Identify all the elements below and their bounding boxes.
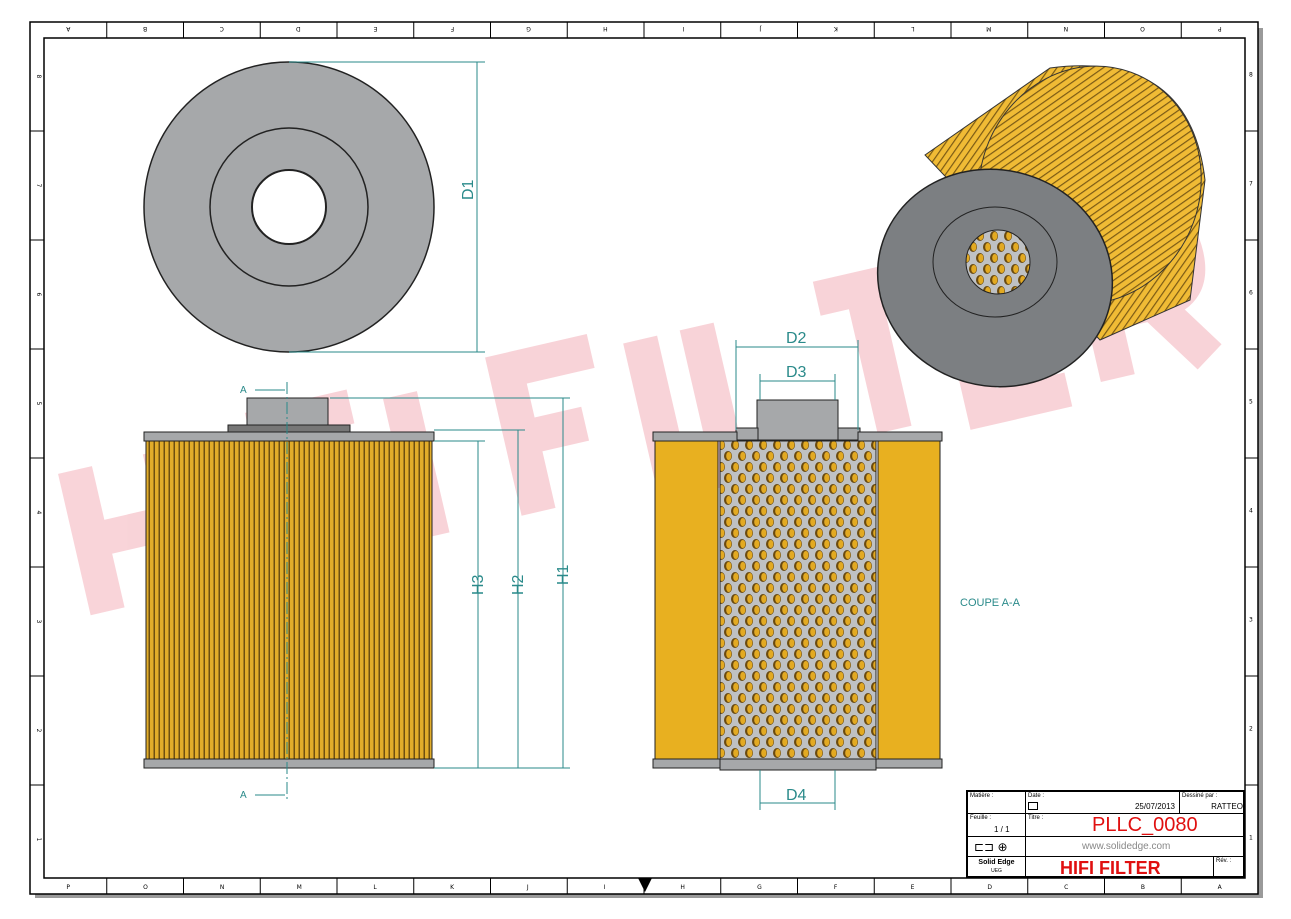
zone-label-top: L xyxy=(911,25,915,32)
website: www.solidedge.com xyxy=(1082,841,1171,852)
dimension-h2-label: H2 xyxy=(510,574,527,595)
zone-label-right: 3 xyxy=(1249,617,1253,624)
zone-label-bottom: A xyxy=(1218,884,1223,891)
zone-label-right: 6 xyxy=(1249,290,1253,297)
rev-label: Rév. : xyxy=(1216,858,1232,864)
company-name: HIFI FILTER xyxy=(1060,858,1161,878)
top-view xyxy=(143,61,435,353)
zone-label-top: G xyxy=(526,25,531,32)
software-name: Solid Edge xyxy=(978,859,1015,866)
dimensions-h xyxy=(330,397,570,769)
calendar-icon xyxy=(1028,802,1038,810)
zone-label-top: C xyxy=(220,25,224,32)
zone-label-left: 1 xyxy=(35,838,42,842)
zone-label-bottom: J xyxy=(526,884,529,891)
zone-label-right: 2 xyxy=(1249,726,1253,733)
zone-label-top: K xyxy=(833,25,838,32)
zone-label-left: 4 xyxy=(35,511,42,515)
matiere-label: Matière : xyxy=(970,793,994,799)
zone-label-bottom: M xyxy=(297,884,302,891)
date-value: 25/07/2013 xyxy=(1134,802,1175,811)
zone-label-right: 4 xyxy=(1249,508,1253,515)
dimension-d2-label: D2 xyxy=(786,330,807,347)
zone-label-bottom: D xyxy=(987,884,992,891)
titre-value: PLLC_0080 xyxy=(1092,814,1198,836)
zone-label-left: 6 xyxy=(35,293,42,297)
dimension-h1-label: H1 xyxy=(555,564,572,585)
zone-label-bottom: B xyxy=(1141,884,1145,891)
zone-label-bottom: G xyxy=(757,884,762,891)
zone-label-right: 7 xyxy=(1249,181,1253,188)
feuille-label: Feuille : xyxy=(970,815,992,821)
zone-label-top: D xyxy=(296,25,301,32)
zone-label-right: 5 xyxy=(1249,399,1253,406)
section-caption: COUPE A-A xyxy=(960,597,1021,609)
dimension-d1-label: D1 xyxy=(460,179,477,200)
zone-label-top: N xyxy=(1064,25,1069,32)
feuille-value: 1 / 1 xyxy=(994,825,1010,834)
title-block: Matière : Date : 25/07/2013 Dessiné par … xyxy=(966,790,1245,878)
zone-label-bottom: F xyxy=(834,884,838,891)
dimension-d1 xyxy=(289,61,485,353)
zone-label-bottom: K xyxy=(450,884,455,891)
zone-label-top: E xyxy=(373,25,377,32)
zone-label-right: 8 xyxy=(1249,72,1253,79)
dessine-value: RATTEO xyxy=(1211,802,1243,811)
zone-label-left: 5 xyxy=(35,402,42,406)
zone-label-left: 7 xyxy=(35,184,42,188)
dimension-d4-label: D4 xyxy=(786,787,807,804)
zone-label-top: J xyxy=(759,25,762,32)
zone-label-top: P xyxy=(1218,25,1222,32)
section-mark-top: A xyxy=(240,385,247,396)
software-sub: UEG xyxy=(991,868,1002,874)
zone-label-bottom: I xyxy=(604,884,606,891)
section-view xyxy=(652,399,943,771)
zone-label-bottom: P xyxy=(66,884,70,891)
isometric-view xyxy=(876,65,1206,388)
dimension-d3-label: D3 xyxy=(786,364,807,381)
date-label: Date : xyxy=(1028,793,1045,799)
zone-label-top: I xyxy=(682,25,684,32)
section-marks xyxy=(255,389,285,796)
zone-label-bottom: L xyxy=(373,884,377,891)
zone-label-top: O xyxy=(1140,25,1145,32)
zone-label-bottom: N xyxy=(220,884,225,891)
front-view xyxy=(143,382,435,800)
zone-label-top: H xyxy=(603,25,608,32)
projection-symbol-icon: ⊏⊐ ⊕ xyxy=(974,840,1008,854)
zone-label-top: A xyxy=(65,25,70,32)
dessine-label: Dessiné par : xyxy=(1182,793,1218,799)
zone-label-top: F xyxy=(450,25,454,32)
zone-label-top: M xyxy=(986,25,991,32)
zone-label-bottom: H xyxy=(680,884,685,891)
centering-mark-icon xyxy=(638,878,652,892)
zone-label-left: 3 xyxy=(35,620,42,624)
zone-label-bottom: E xyxy=(911,884,915,891)
zone-label-top: B xyxy=(143,25,147,32)
zone-label-left: 8 xyxy=(35,75,42,79)
zone-label-right: 1 xyxy=(1249,835,1253,842)
titre-label: Titre : xyxy=(1028,815,1044,821)
dimensions-d xyxy=(735,340,859,810)
section-mark-bottom: A xyxy=(240,790,247,801)
zone-label-left: 2 xyxy=(35,729,42,733)
dimension-h3-label: H3 xyxy=(470,574,487,595)
zone-label-bottom: C xyxy=(1064,884,1068,891)
zone-label-bottom: O xyxy=(143,884,148,891)
